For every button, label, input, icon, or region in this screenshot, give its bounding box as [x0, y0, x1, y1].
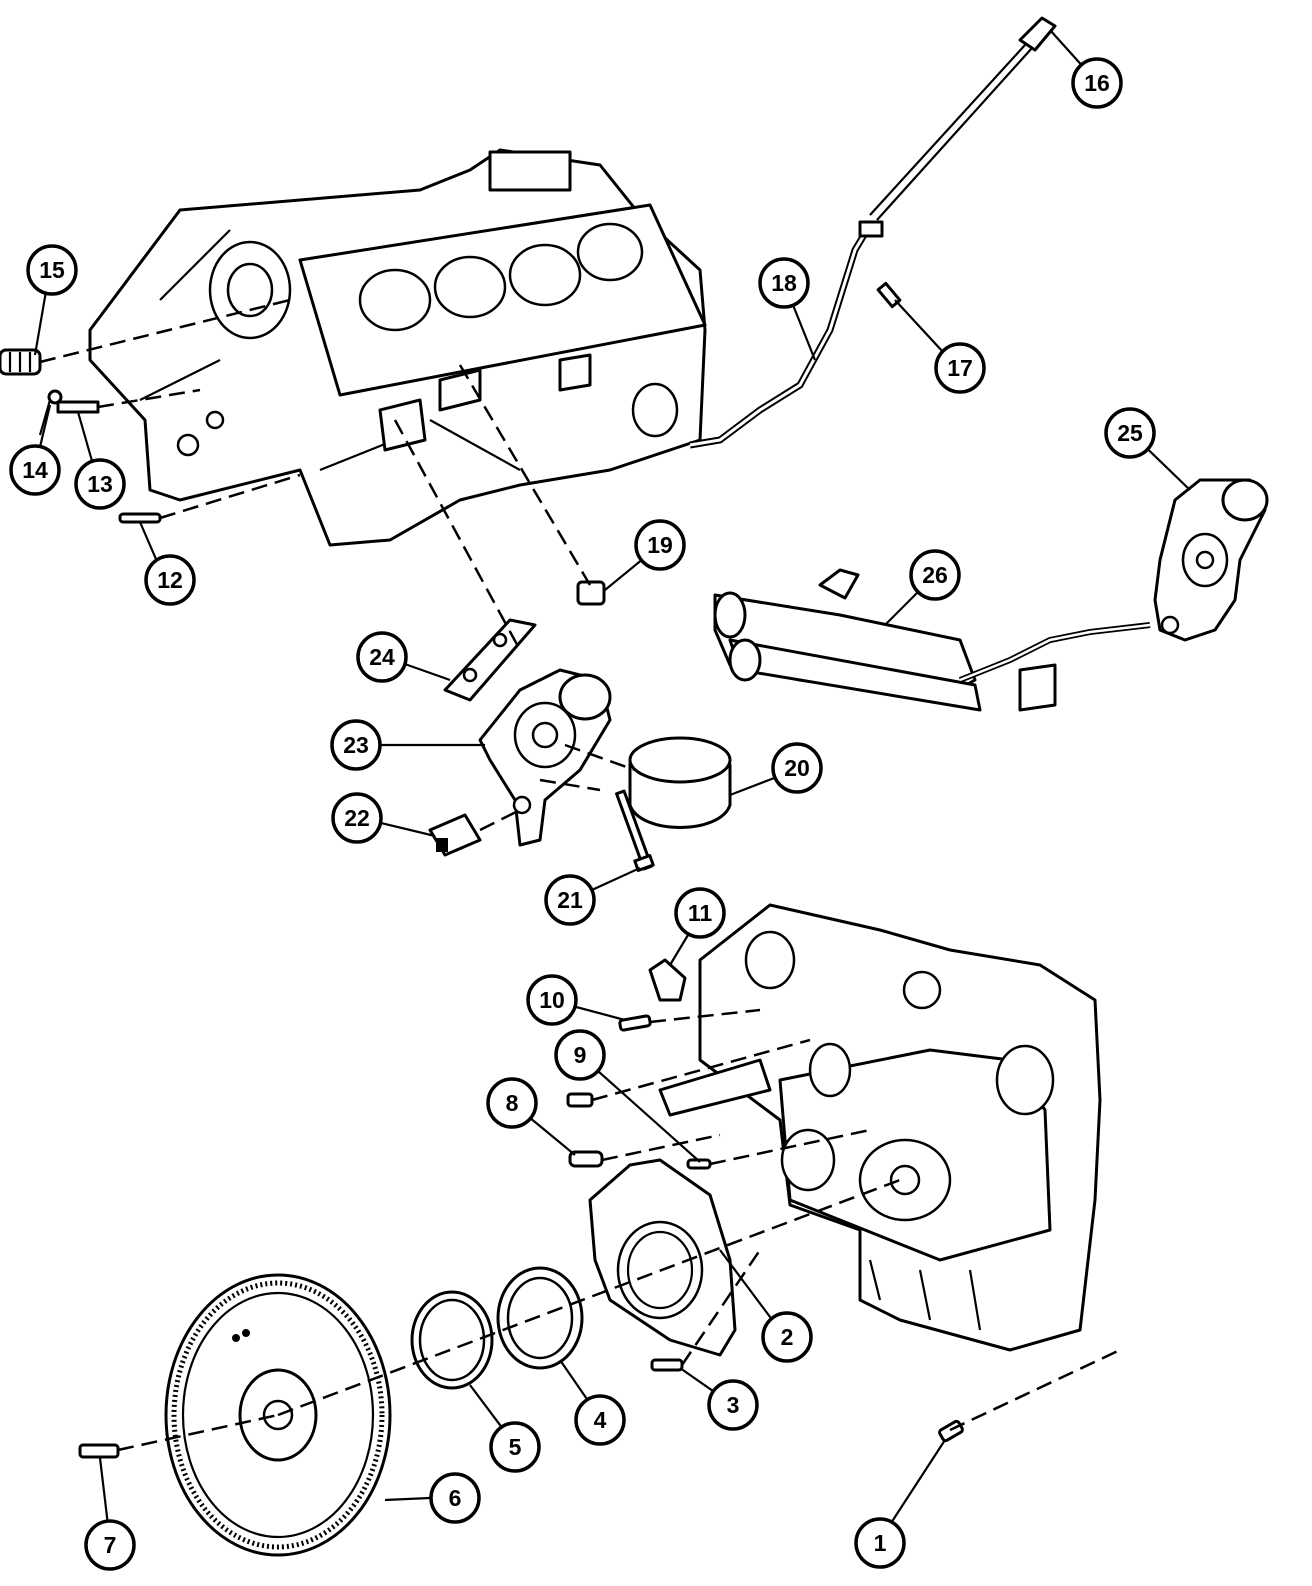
part-26-oil-cooler: [713, 568, 1151, 712]
callout-11: 11: [674, 887, 726, 939]
callout-4-label: 4: [594, 1407, 607, 1433]
callout-20-label: 20: [784, 755, 810, 781]
callout-13-label: 13: [87, 471, 113, 497]
callout-16: 16: [1071, 57, 1123, 109]
callout-7: 7: [84, 1519, 136, 1571]
callout-3-label: 3: [727, 1392, 740, 1418]
assembly-lines: [39, 298, 1121, 1452]
part-11-sensor: [648, 958, 687, 1002]
callout-2: 2: [761, 1311, 813, 1363]
part-24-gasket: [443, 618, 537, 702]
part-21-bolt: [615, 789, 655, 872]
callout-7-label: 7: [104, 1532, 117, 1558]
callout-1-label: 1: [874, 1530, 887, 1556]
callout-6-label: 6: [449, 1485, 462, 1511]
part-5-seal: [410, 1290, 494, 1390]
callout-18-label: 18: [771, 270, 797, 296]
engine-block-upper: [88, 148, 707, 547]
callout-26-label: 26: [922, 562, 948, 588]
callout-23-label: 23: [343, 732, 369, 758]
part-18-dipstick-tube: [689, 220, 884, 449]
part-2-rear-seal-retainer: [588, 1158, 737, 1357]
part-4-seal: [496, 1266, 584, 1370]
part-22-sensor: [428, 813, 482, 857]
callout-21-label: 21: [557, 887, 583, 913]
callout-6: 6: [429, 1472, 481, 1524]
callout-13: 13: [74, 458, 126, 510]
callout-17-label: 17: [947, 355, 973, 381]
callout-16-label: 16: [1084, 70, 1110, 96]
callout-20: 20: [771, 742, 823, 794]
part-16-dipstick: [869, 16, 1057, 221]
callout-18: 18: [758, 257, 810, 309]
engine-block-lower: [658, 903, 1102, 1352]
callout-14: 14: [9, 444, 61, 496]
part-25-cooler-adapter: [1153, 478, 1269, 642]
callout-8: 8: [486, 1077, 538, 1129]
callout-22: 22: [331, 792, 383, 844]
callout-22-label: 22: [344, 805, 370, 831]
callout-15-label: 15: [39, 257, 65, 283]
callout-12: 12: [144, 554, 196, 606]
callout-23: 23: [330, 719, 382, 771]
part-12-stud: [118, 512, 162, 524]
callout-14-label: 14: [22, 457, 48, 483]
part-1-dowel: [938, 1419, 964, 1443]
callout-2-label: 2: [781, 1324, 794, 1350]
callout-11-label: 11: [688, 900, 713, 926]
part-13-bolt: [56, 400, 100, 414]
callout-19: 19: [634, 519, 686, 571]
callout-5: 5: [489, 1421, 541, 1473]
callout-9: 9: [554, 1029, 606, 1081]
callout-10: 10: [526, 974, 578, 1026]
callout-15: 15: [26, 244, 78, 296]
callout-24-label: 24: [369, 644, 395, 670]
callout-25: 25: [1104, 407, 1156, 459]
callout-8-label: 8: [506, 1090, 519, 1116]
part-15-dowel: [0, 348, 42, 376]
callout-10-label: 10: [539, 987, 565, 1013]
callout-19-label: 19: [647, 532, 673, 558]
callout-4: 4: [574, 1394, 626, 1446]
callout-5-label: 5: [509, 1434, 522, 1460]
callout-24: 24: [356, 631, 408, 683]
part-20-oil-filter: [628, 736, 732, 829]
callout-25-label: 25: [1117, 420, 1143, 446]
callout-1: 1: [854, 1517, 906, 1569]
part-14-pin: [38, 389, 63, 436]
callout-17: 17: [934, 342, 986, 394]
callout-21: 21: [544, 874, 596, 926]
callout-3: 3: [707, 1379, 759, 1431]
callout-9-label: 9: [574, 1042, 587, 1068]
part-19-plug: [576, 580, 606, 606]
callout-26: 26: [909, 549, 961, 601]
part-23-adapter: [478, 668, 612, 847]
part-7-bolt: [78, 1443, 120, 1459]
callout-12-label: 12: [157, 567, 183, 593]
part-10-bolt: [618, 1014, 652, 1032]
part-3-bolt: [650, 1358, 684, 1372]
